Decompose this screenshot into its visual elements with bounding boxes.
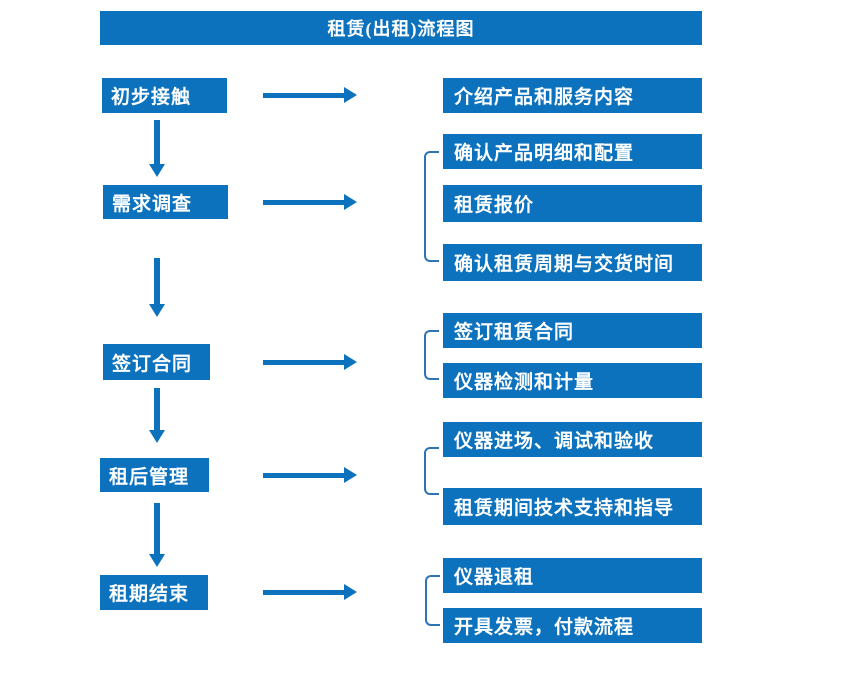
right-arrow-shaft [263, 472, 344, 478]
bracket-connector-step3 [424, 330, 439, 380]
down-arrow-head-icon [149, 164, 165, 177]
flowchart-title: 租赁(出租)流程图 [100, 11, 702, 45]
stage-box-demand-survey: 需求调查 [103, 185, 228, 219]
output-box-instrument-setup-acceptance: 仪器进场、调试和验收 [443, 422, 702, 457]
down-arrow-head-icon [149, 430, 165, 443]
right-arrow-head-icon [344, 194, 357, 210]
right-arrow-shaft [263, 589, 344, 595]
right-arrow-4 [263, 467, 357, 483]
stage-box-rental-end: 租期结束 [100, 575, 208, 610]
right-arrow-head-icon [344, 467, 357, 483]
bracket-connector-step4 [424, 447, 439, 495]
output-box-sign-rental-contract: 签订租赁合同 [443, 313, 702, 348]
right-arrow-head-icon [344, 584, 357, 600]
down-arrow-head-icon [149, 304, 165, 317]
output-box-confirm-rental-period-delivery: 确认租赁周期与交货时间 [443, 244, 702, 281]
stage-box-post-rental-management: 租后管理 [100, 458, 209, 492]
down-arrow-2 [149, 258, 165, 317]
right-arrow-head-icon [344, 354, 357, 370]
output-box-instrument-return: 仪器退租 [443, 558, 702, 593]
right-arrow-shaft [263, 199, 344, 205]
right-arrow-head-icon [344, 87, 357, 103]
bracket-connector-step5 [425, 575, 440, 626]
output-box-introduce-products-services: 介绍产品和服务内容 [443, 78, 702, 113]
output-box-confirm-product-details: 确认产品明细和配置 [443, 134, 702, 169]
down-arrow-4 [149, 503, 165, 567]
output-box-invoice-payment-process: 开具发票，付款流程 [443, 608, 702, 643]
output-box-instrument-testing-measurement: 仪器检测和计量 [443, 363, 702, 398]
right-arrow-1 [263, 87, 357, 103]
down-arrow-head-icon [149, 554, 165, 567]
right-arrow-5 [263, 584, 357, 600]
down-arrow-shaft [154, 388, 160, 430]
output-box-technical-support-guidance: 租赁期间技术支持和指导 [443, 488, 702, 525]
down-arrow-shaft [154, 120, 160, 164]
right-arrow-2 [263, 194, 357, 210]
right-arrow-3 [263, 354, 357, 370]
output-box-rental-quotation: 租赁报价 [443, 185, 702, 222]
bracket-connector-step2 [424, 151, 439, 262]
stage-box-initial-contact: 初步接触 [102, 78, 227, 113]
right-arrow-shaft [263, 92, 344, 98]
down-arrow-3 [149, 388, 165, 443]
down-arrow-shaft [154, 258, 160, 304]
down-arrow-shaft [154, 503, 160, 554]
stage-box-sign-contract: 签订合同 [103, 344, 210, 380]
down-arrow-1 [149, 120, 165, 177]
right-arrow-shaft [263, 359, 344, 365]
